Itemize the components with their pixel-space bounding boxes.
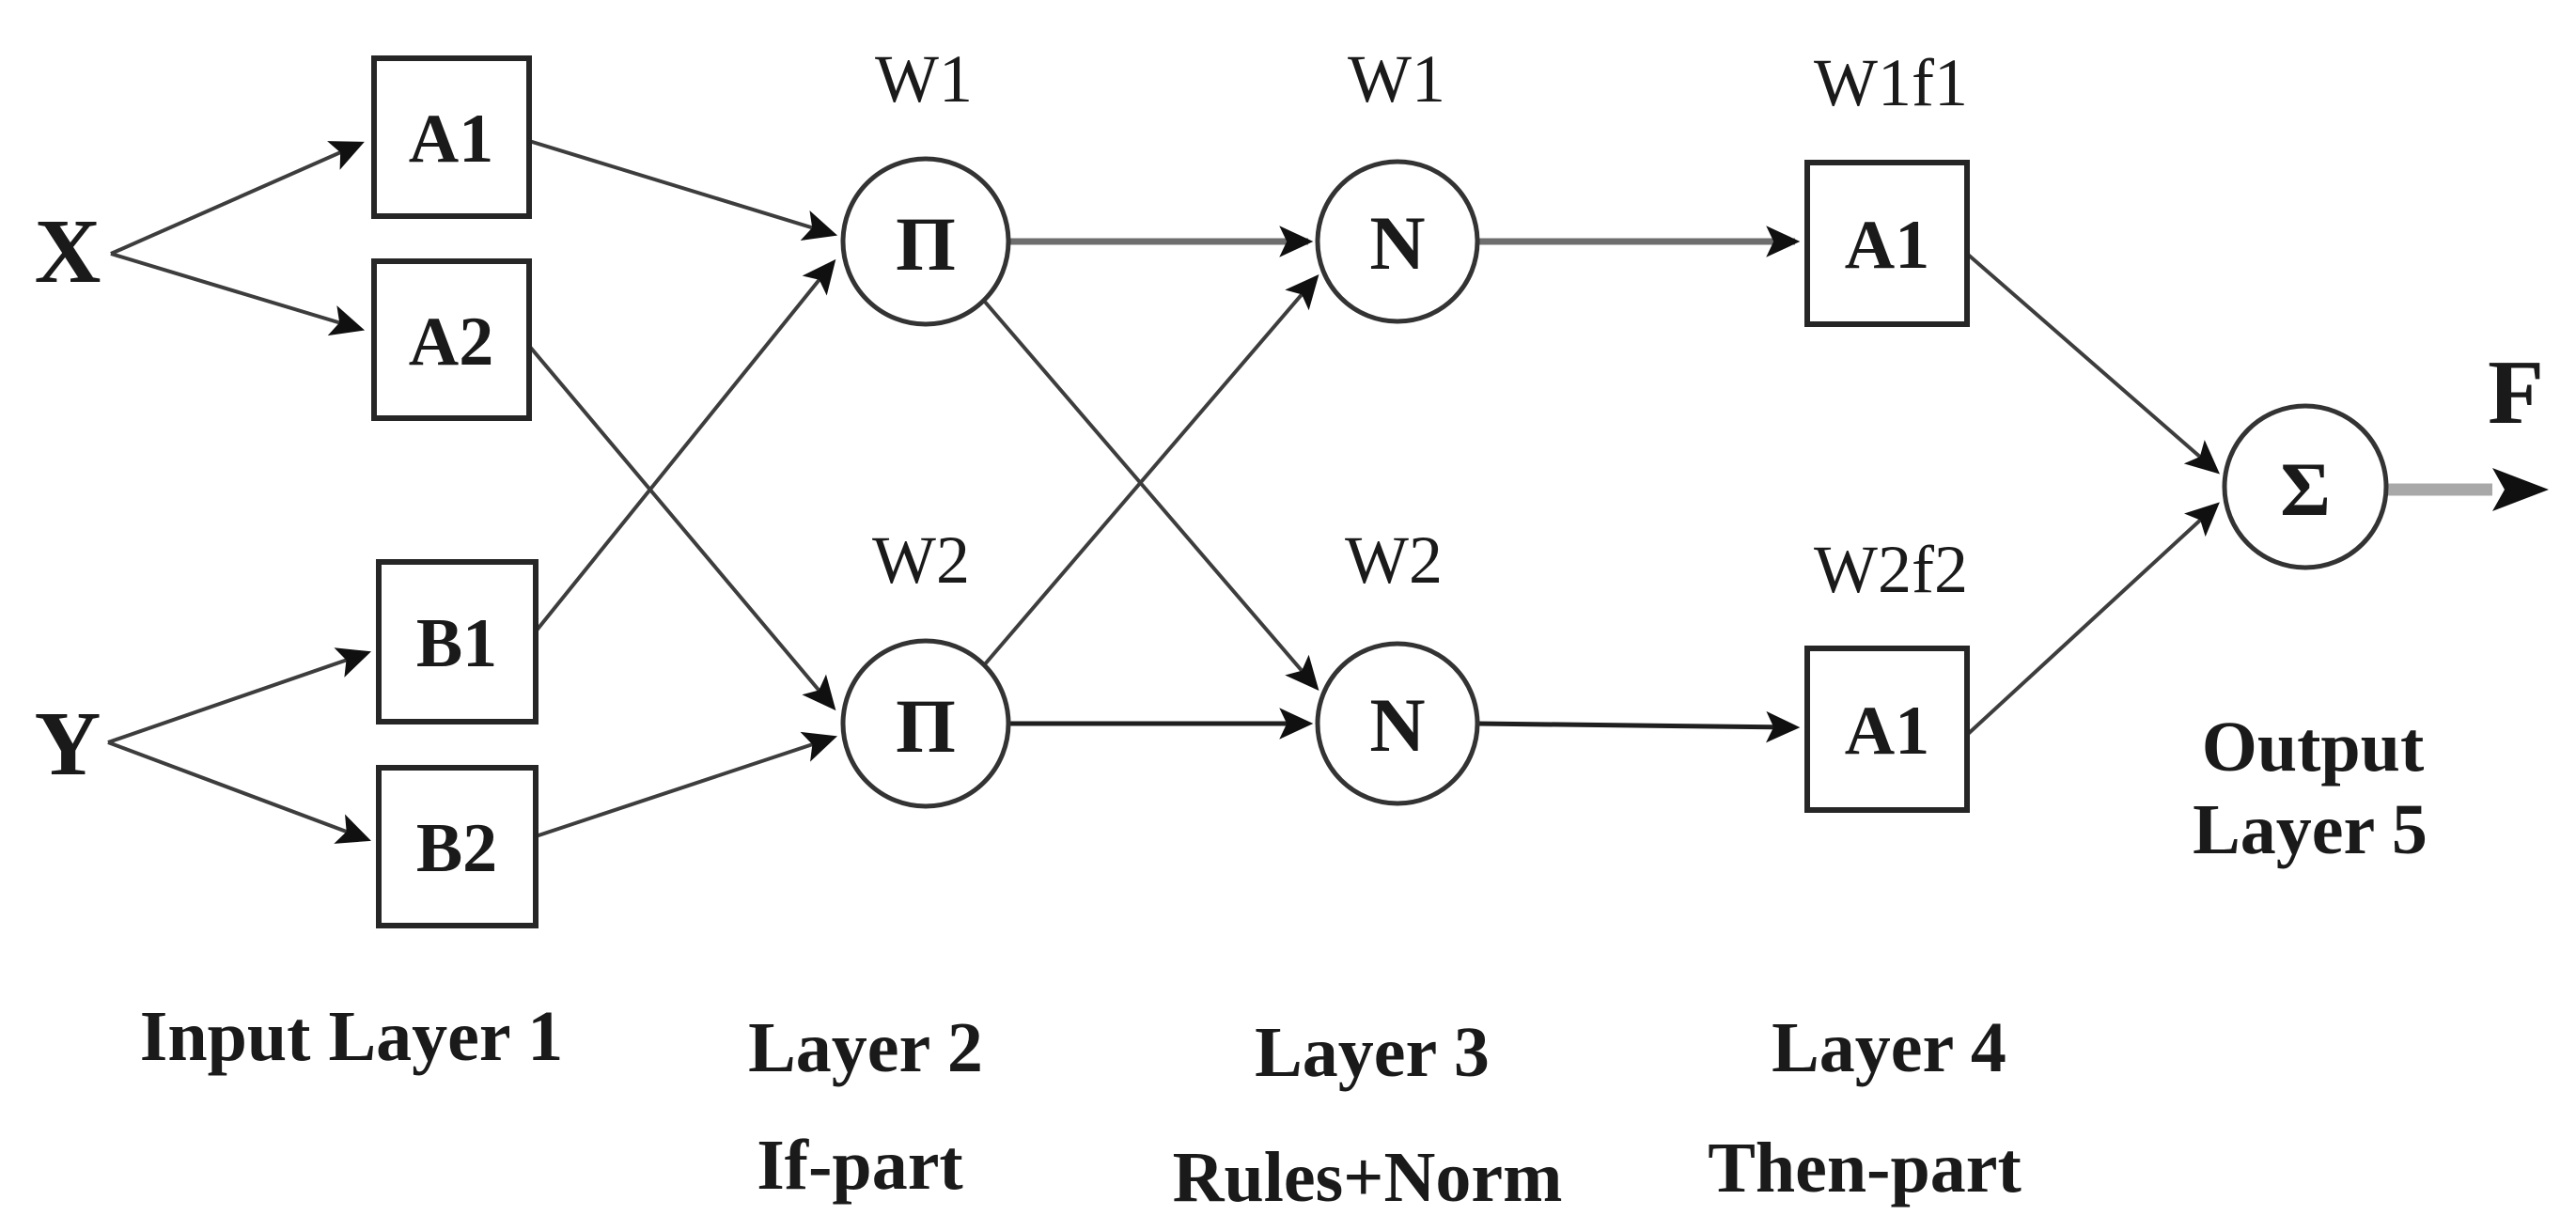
output-arrowhead-icon bbox=[2492, 468, 2549, 511]
node-a1f1-label: A1 bbox=[1845, 207, 1929, 284]
edge-a1f2-to-sum bbox=[1965, 502, 2220, 737]
node-n1-circle bbox=[1315, 159, 1480, 324]
node-a2-label: A2 bbox=[409, 304, 493, 381]
node-a1-box bbox=[371, 55, 532, 219]
caption-layer4: Layer 4 bbox=[1772, 1008, 2006, 1087]
node-a1f1-box bbox=[1804, 160, 1970, 327]
weight-w2-layer3-label: W2 bbox=[1345, 522, 1443, 598]
node-a1f2-box bbox=[1804, 646, 1970, 813]
caption-layer1: Input Layer 1 bbox=[140, 997, 563, 1076]
node-pi2-circle bbox=[840, 638, 1011, 809]
edge-a2-to-pi2 bbox=[527, 344, 836, 711]
node-pi1-circle bbox=[840, 156, 1011, 327]
node-b1-box bbox=[376, 559, 539, 725]
node-a2-box bbox=[371, 258, 532, 421]
layer4-nodes: W1f1 A1 W2f2 A1 bbox=[1804, 45, 1970, 813]
weight-w1-layer3-label: W1 bbox=[1348, 41, 1445, 117]
output-f-label: F bbox=[2488, 342, 2544, 444]
node-n2-symbol: N bbox=[1369, 682, 1425, 768]
caption-layer4-sub: Then-part bbox=[1708, 1129, 2022, 1208]
node-b2-box bbox=[376, 765, 539, 928]
edge-x-to-a2 bbox=[110, 252, 366, 336]
weight-w1f1-label: W1f1 bbox=[1814, 45, 1968, 120]
caption-layer2: Layer 2 bbox=[748, 1008, 983, 1087]
edge-n2-to-a1f2 bbox=[1476, 710, 1801, 743]
edges-layer1-layer2 bbox=[527, 139, 838, 838]
layer1-nodes: A1 A2 B1 B2 bbox=[371, 55, 539, 928]
edge-b2-to-pi2 bbox=[535, 731, 838, 838]
node-sum-circle bbox=[2222, 403, 2389, 570]
layer5-node: Σ F bbox=[2222, 342, 2544, 570]
caption-layer5-line2: Layer 5 bbox=[2193, 790, 2428, 869]
edges-layer2-layer3 bbox=[982, 226, 1319, 740]
caption-layer3-sub: Rules+Norm bbox=[1173, 1138, 1563, 1217]
weight-w2-layer2-label: W2 bbox=[872, 522, 970, 598]
layer3-nodes: W1 N W2 N bbox=[1315, 41, 1480, 806]
edge-x-to-a1 bbox=[110, 141, 365, 256]
edge-pi2-to-n1 bbox=[982, 273, 1319, 667]
weight-w1-layer2-label: W1 bbox=[875, 41, 973, 117]
node-a1-label: A1 bbox=[409, 101, 493, 178]
node-pi2-symbol: Π bbox=[896, 683, 956, 769]
input-x-label: X bbox=[35, 201, 101, 303]
edge-a1f1-to-sum bbox=[1965, 252, 2221, 475]
edge-b1-to-pi1 bbox=[534, 258, 836, 633]
node-b2-label: B2 bbox=[416, 810, 497, 887]
caption-layer2-sub: If-part bbox=[757, 1126, 963, 1205]
node-a1f2-label: A1 bbox=[1845, 693, 1929, 770]
layer2-nodes: W1 Π W2 Π bbox=[840, 41, 1011, 809]
input-y-label: Y bbox=[35, 693, 101, 795]
node-b1-label: B1 bbox=[416, 605, 497, 682]
weight-w2f2-label: W2f2 bbox=[1814, 532, 1968, 607]
layer-captions: Input Layer 1 Layer 2 If-part Layer 3 Ru… bbox=[140, 708, 2428, 1217]
edges-input-fanout bbox=[107, 141, 372, 844]
edges-layer3-layer4 bbox=[1476, 226, 1801, 743]
edge-y-to-b2 bbox=[107, 740, 371, 844]
edges-layer4-layer5 bbox=[1965, 252, 2221, 737]
node-pi1-symbol: Π bbox=[896, 201, 956, 287]
edge-y-to-b1 bbox=[107, 647, 372, 744]
node-n2-circle bbox=[1315, 641, 1480, 806]
caption-layer5-line1: Output bbox=[2202, 708, 2425, 787]
edge-sum-output bbox=[2387, 468, 2549, 511]
node-n1-symbol: N bbox=[1369, 200, 1425, 286]
edge-pi1-to-n2 bbox=[982, 299, 1319, 692]
edge-a1-to-pi1 bbox=[528, 139, 838, 241]
caption-layer3: Layer 3 bbox=[1255, 1013, 1490, 1092]
node-sum-symbol: Σ bbox=[2280, 446, 2331, 532]
